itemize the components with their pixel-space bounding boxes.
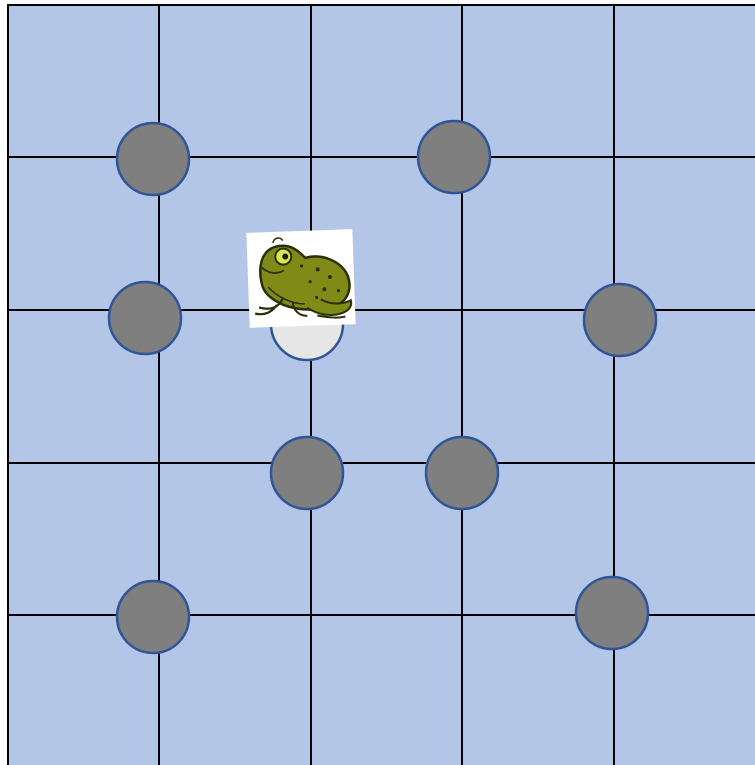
board-grid [8,5,755,765]
board-cell-r0-c1[interactable] [159,5,311,157]
board-cell-r1-c3[interactable] [462,157,614,310]
frog-piece[interactable] [246,229,355,328]
stone-piece-5[interactable] [271,437,343,509]
board-cell-r0-c3[interactable] [462,5,614,157]
stone-piece-3[interactable] [109,282,181,354]
stone-piece-8[interactable] [576,577,648,649]
stone-piece-2[interactable] [418,121,490,193]
stone-piece-6[interactable] [426,437,498,509]
stone-piece-4[interactable] [584,284,656,356]
board-cell-r0-c4[interactable] [614,5,755,157]
stone-piece-7[interactable] [117,581,189,653]
board-cell-r4-c2[interactable] [311,615,462,765]
stone-piece-1[interactable] [117,123,189,195]
